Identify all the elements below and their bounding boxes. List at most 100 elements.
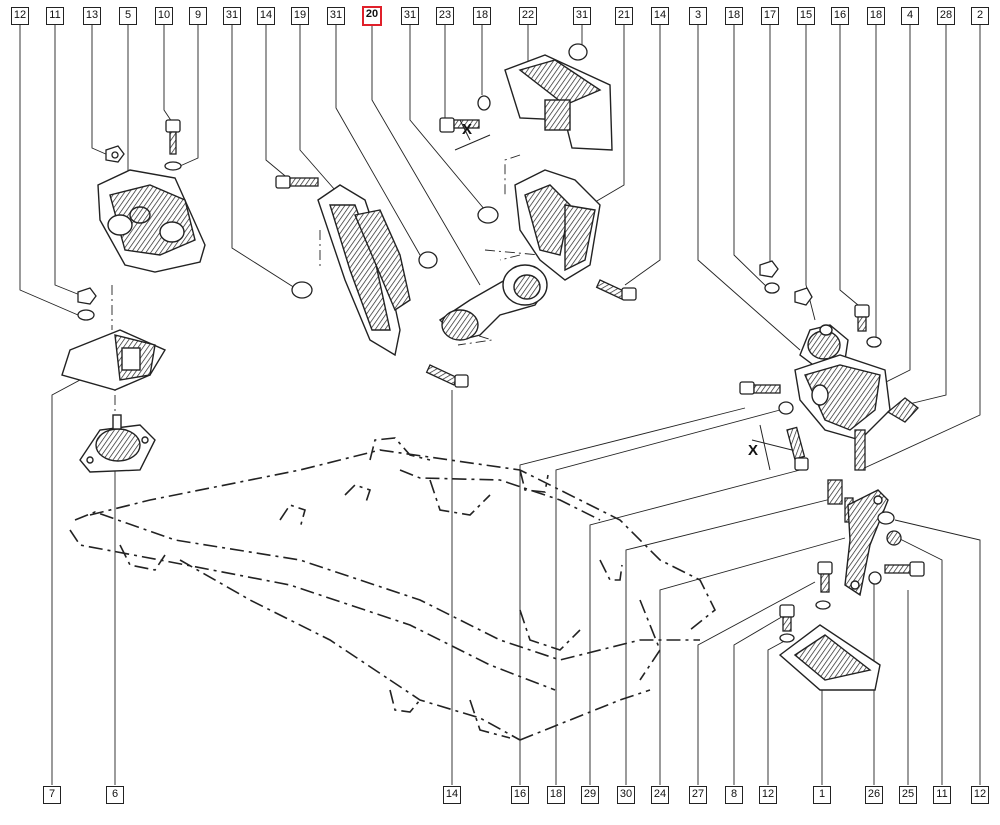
callout-31-a[interactable]: 31	[223, 7, 241, 25]
part-1-gearbox-bracket	[778, 624, 881, 691]
part-22-bracket	[504, 54, 613, 151]
callout-5[interactable]: 5	[119, 7, 137, 25]
callout-18-b[interactable]: 18	[725, 7, 743, 25]
leader-30	[625, 497, 836, 785]
leader-9	[179, 25, 199, 167]
part-4-gearbox-mount	[794, 354, 891, 441]
view-mark-x-right-label: X	[748, 442, 758, 459]
callout-25[interactable]: 25	[899, 786, 917, 804]
bolt-23	[439, 117, 480, 133]
nut-13	[105, 145, 125, 163]
callout-22[interactable]: 22	[519, 7, 537, 25]
callout-12-b[interactable]: 12	[759, 786, 777, 804]
callout-30[interactable]: 30	[617, 786, 635, 804]
washer-18-top	[477, 95, 491, 111]
callout-2[interactable]: 2	[971, 7, 989, 25]
callout-12-top-left[interactable]: 12	[11, 7, 29, 25]
callout-29[interactable]: 29	[581, 786, 599, 804]
leader-20	[371, 25, 481, 286]
callout-20-highlighted[interactable]: 20	[362, 6, 382, 26]
callout-31-c[interactable]: 31	[401, 7, 419, 25]
view-mark-x-top-label: X	[462, 121, 472, 138]
part-6-rubber-mount	[79, 414, 156, 473]
callout-14-b[interactable]: 14	[651, 7, 669, 25]
part-20-torque-rod-drawing	[438, 264, 548, 341]
nut-17	[759, 260, 780, 294]
washer-9	[164, 161, 182, 171]
callout-17[interactable]: 17	[761, 7, 779, 25]
bush-31-center	[291, 43, 588, 299]
bolt-27	[815, 561, 833, 610]
callout-18-a[interactable]: 18	[473, 7, 491, 25]
callout-12-c[interactable]: 12	[971, 786, 989, 804]
bolt-10	[165, 119, 181, 155]
callout-16-a[interactable]: 16	[831, 7, 849, 25]
alignment-lines	[111, 154, 541, 420]
callout-10[interactable]: 10	[155, 7, 173, 25]
leader-3	[697, 25, 801, 351]
washer-12-left	[77, 309, 95, 321]
callout-6[interactable]: 6	[106, 786, 124, 804]
callout-4[interactable]: 4	[901, 7, 919, 25]
callout-18-c[interactable]: 18	[867, 7, 885, 25]
callout-26[interactable]: 26	[865, 786, 883, 804]
view-mark-x-right	[751, 424, 793, 471]
callout-11-b[interactable]: 11	[933, 786, 951, 804]
callout-31-b[interactable]: 31	[327, 7, 345, 25]
leader-16-b	[519, 407, 746, 785]
part-24-link	[844, 489, 889, 597]
part-28-clip	[886, 397, 919, 423]
bolt-16-right-top	[854, 304, 870, 332]
bolt-14-center-top	[275, 175, 319, 189]
part-19-link-bracket	[317, 184, 411, 357]
bolt-16-right-low	[739, 381, 794, 415]
callout-16-b[interactable]: 16	[511, 786, 529, 804]
callout-24[interactable]: 24	[651, 786, 669, 804]
callout-3[interactable]: 3	[689, 7, 707, 25]
bolt-29-x	[786, 426, 809, 471]
leader-18-d	[555, 409, 781, 785]
callout-8[interactable]: 8	[725, 786, 743, 804]
leader-7	[51, 379, 81, 785]
leader-lines	[19, 25, 981, 785]
callout-7[interactable]: 7	[43, 786, 61, 804]
leader-12-right	[894, 519, 981, 785]
front-subframe	[69, 437, 717, 741]
leader-11-right	[897, 537, 943, 785]
leader-14-b	[624, 25, 661, 286]
leader-12-left	[19, 25, 79, 316]
view-mark-x-top	[454, 119, 491, 151]
leader-31-c	[409, 25, 486, 211]
washer-18-right	[866, 336, 882, 348]
callout-23[interactable]: 23	[436, 7, 454, 25]
leader-8	[733, 614, 786, 785]
stud-2	[854, 429, 866, 471]
callout-14-c[interactable]: 14	[443, 786, 461, 804]
leader-24	[659, 537, 846, 785]
callout-28[interactable]: 28	[937, 7, 955, 25]
nut-right-15	[794, 287, 813, 306]
bolt-14-center-low	[425, 364, 469, 388]
callout-11-top[interactable]: 11	[46, 7, 64, 25]
callout-1[interactable]: 1	[813, 786, 831, 804]
callout-18-d[interactable]: 18	[547, 786, 565, 804]
callout-13[interactable]: 13	[83, 7, 101, 25]
callout-19[interactable]: 19	[291, 7, 309, 25]
leader-19	[299, 25, 336, 191]
callout-31-d[interactable]: 31	[573, 7, 591, 25]
callout-14-a[interactable]: 14	[257, 7, 275, 25]
part-21-mount	[514, 169, 601, 281]
leader-28	[904, 25, 947, 406]
bolt-8	[779, 604, 795, 643]
callout-15[interactable]: 15	[797, 7, 815, 25]
bolt-14-right-center	[595, 279, 637, 301]
callout-21[interactable]: 21	[615, 7, 633, 25]
leader-12-b	[767, 637, 791, 785]
leader-29	[589, 469, 801, 785]
callout-27[interactable]: 27	[689, 786, 707, 804]
part-5-left-mount	[97, 169, 206, 273]
leader-27	[697, 581, 816, 785]
leader-15	[805, 25, 816, 321]
callout-9[interactable]: 9	[189, 7, 207, 25]
